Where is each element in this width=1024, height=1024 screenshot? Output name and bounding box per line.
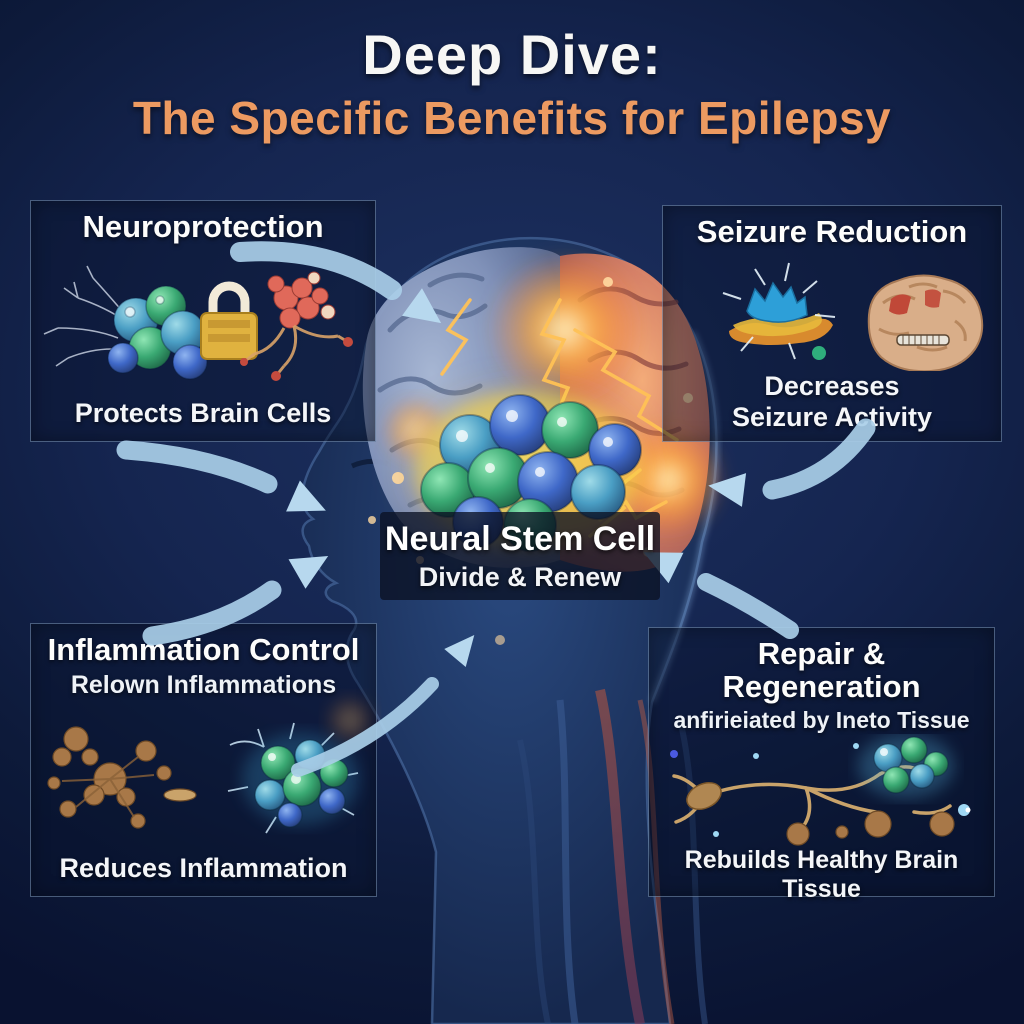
neuroprotection-art <box>43 265 353 381</box>
neck-vessels-icon <box>517 688 708 1024</box>
damaged-brain-icon <box>867 274 984 371</box>
neuron-web-icon <box>43 265 134 367</box>
padlock-icon <box>200 281 258 360</box>
panel-seizure-caption-line1: Decreases <box>764 370 900 401</box>
panel-neuroprotection-title: Neuroprotection <box>82 209 324 244</box>
center-subtitle: Divide & Renew <box>418 561 622 592</box>
panel-repair-caption: Rebuilds Healthy Brain Tissue <box>684 846 959 903</box>
panel-inflammation-title: Inflammation Control <box>47 632 360 667</box>
panel-neuroprotection-caption: Protects Brain Cells <box>74 397 332 428</box>
inflammation-art <box>46 723 358 834</box>
arrow-icon <box>142 580 282 646</box>
repair-art <box>669 734 970 846</box>
panel-neuroprotection: Neuroprotection <box>30 200 376 442</box>
arrow-icon <box>230 241 402 300</box>
panel-inflammation-subtitle: Relown Inflammations <box>70 670 337 699</box>
panel-seizure-caption: Decreases Seizure Activity <box>732 371 932 433</box>
sparkle-icon <box>669 743 970 838</box>
inflammation-clumps-icon <box>46 726 197 829</box>
panel-inflammation-caption: Reduces Inflammation <box>59 852 348 883</box>
center-label-band: Neural Stem Cell Divide & Renew <box>380 512 660 600</box>
page-title: Deep Dive: <box>362 23 662 86</box>
cell-cluster-icon <box>107 285 208 380</box>
panel-repair-regeneration: Repair & Regeneration anfirieiated by In… <box>648 627 995 903</box>
panel-seizure-reduction: Seizure Reduction <box>662 205 1002 442</box>
damaged-neuron-icon <box>240 271 353 381</box>
panel-repair-title: Repair & Regeneration <box>722 636 921 704</box>
healing-cell-cluster-icon <box>857 734 954 799</box>
center-title: Neural Stem Cell <box>384 519 656 558</box>
arrow-icon <box>116 440 278 494</box>
seizure-burst-icon <box>722 262 836 360</box>
arrow-icon <box>762 418 876 500</box>
seizure-art <box>722 262 984 371</box>
panel-seizure-title: Seizure Reduction <box>696 214 968 249</box>
title-block: Deep Dive: The Specific Benefits for Epi… <box>0 22 1024 145</box>
arrow-icon <box>291 677 439 777</box>
page-subtitle: The Specific Benefits for Epilepsy <box>132 92 892 144</box>
arrow-heads <box>286 288 747 667</box>
panel-repair-subtitle: anfirieiated by Ineto Tissue <box>673 707 970 734</box>
panel-seizure-caption-line2: Seizure Activity <box>731 401 933 432</box>
arrow-icon <box>697 573 799 639</box>
